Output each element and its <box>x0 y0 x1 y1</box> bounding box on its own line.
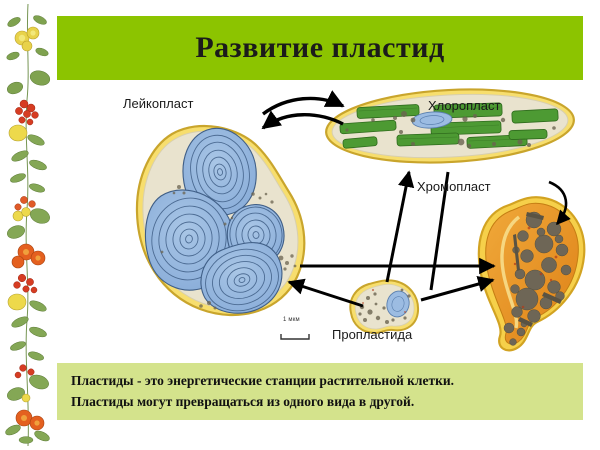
label-chromoplast: Хромопласт <box>417 179 491 194</box>
arrow-chromoplast-label-leader <box>548 180 571 226</box>
arrow-chloroplast-chromoplast <box>429 171 450 291</box>
leucoplast-starch-grain <box>200 242 283 314</box>
proplastid-organelle <box>349 279 420 335</box>
chloroplast-grana <box>339 102 559 149</box>
plastid-development-diagram: Лейкопласт Хлоропласт Хромопласт Проплас… <box>57 84 600 359</box>
botanical-border-svg <box>5 3 51 447</box>
caption-line-2: Пластиды могут превращаться из одного ви… <box>71 394 415 409</box>
proplastid-plastoglobuli <box>358 288 411 324</box>
arrow-proplastid-chloroplast <box>385 170 415 283</box>
botanical-border-decoration <box>0 0 57 450</box>
label-proplastid: Пропластида <box>332 327 413 342</box>
page-title: Развитие пластид <box>195 31 445 64</box>
scale-bar-label: 1 мкм <box>283 317 300 323</box>
caption-line-1: Пластиды - это энергетические станции ра… <box>71 373 455 388</box>
arrow-proplastid-leucoplast <box>287 278 364 308</box>
scale-bar <box>280 334 310 340</box>
label-chloroplast: Хлоропласт <box>428 98 501 113</box>
label-leucoplast: Лейкопласт <box>123 96 194 111</box>
title-banner: Развитие пластид <box>57 16 583 80</box>
chloroplast-organelle <box>325 88 575 164</box>
proplastid-vesicle <box>386 290 410 318</box>
chromoplast-crystals <box>513 212 562 327</box>
arrow-leucoplast-chloroplast <box>261 90 345 130</box>
arrow-proplastid-chromoplast <box>420 276 495 302</box>
leucoplast-plastoglobuli <box>160 185 297 310</box>
leucoplast-organelle <box>135 125 306 317</box>
chloroplast-plastoglobuli <box>345 111 556 149</box>
diagram-svg <box>135 88 586 352</box>
chromoplast-organelle <box>477 196 586 352</box>
caption-banner: Пластиды - это энергетические станции ра… <box>57 363 583 420</box>
